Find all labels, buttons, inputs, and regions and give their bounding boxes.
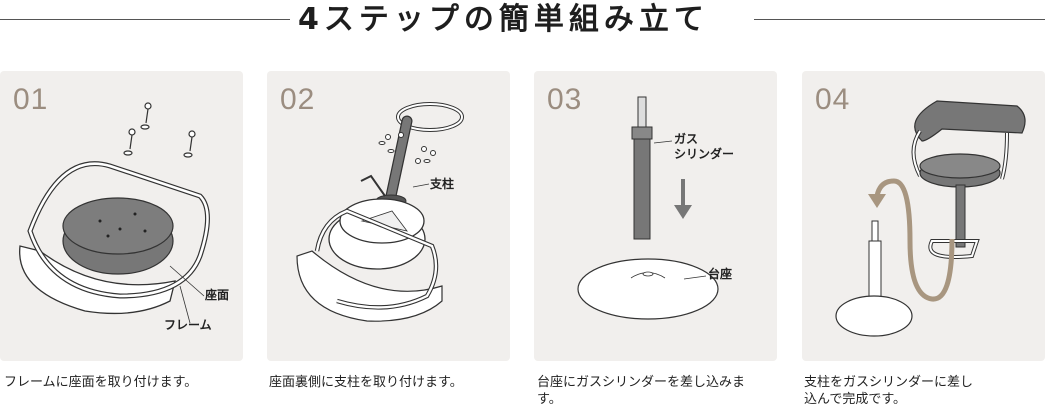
step-4-illustration: [835, 100, 1026, 337]
step-caption-4: 支柱をガスシリンダーに差し込んで完成です。: [804, 375, 974, 407]
step-number: 01: [13, 83, 49, 116]
screw-icon: [378, 132, 436, 164]
title-row: 4ステップの簡単組み立て: [0, 0, 1045, 40]
label-post: 支柱: [429, 176, 454, 191]
page-title: 4ステップの簡単組み立て: [298, 2, 709, 37]
step-caption-1: フレームに座面を取り付けます。: [4, 375, 198, 390]
label-gas-cylinder-line1: ガス: [674, 131, 698, 146]
label-base: 台座: [708, 266, 732, 281]
title-divider-right: [754, 19, 1045, 20]
step-number: 03: [547, 83, 583, 116]
label-frame: フレーム: [164, 318, 212, 332]
step-caption-2: 座面裏側に支柱を取り付けます。: [269, 375, 463, 390]
step-number: 04: [815, 83, 851, 116]
title-divider-left: [0, 19, 290, 20]
label-seat: 座面: [204, 287, 229, 302]
curved-arrow-icon: [874, 178, 955, 302]
step-card-3: 03 ガス シリンダー 台座: [534, 71, 777, 361]
down-arrow-icon: [674, 179, 692, 219]
step-card-1: 01 座面 フレーム: [0, 71, 243, 361]
label-gas-cylinder-line2: シリンダー: [674, 146, 734, 161]
step-card-4: 04: [802, 71, 1045, 361]
step-number: 02: [280, 83, 316, 116]
screw-icon: [123, 102, 196, 158]
step-3-illustration: ガス シリンダー 台座: [577, 96, 734, 320]
step-1-illustration: 座面 フレーム: [19, 102, 229, 332]
step-caption-3: 台座にガスシリンダーを差し込みます。: [537, 375, 746, 407]
step-card-2: 02 支柱: [267, 71, 510, 361]
step-2-illustration: 支柱: [296, 102, 464, 322]
